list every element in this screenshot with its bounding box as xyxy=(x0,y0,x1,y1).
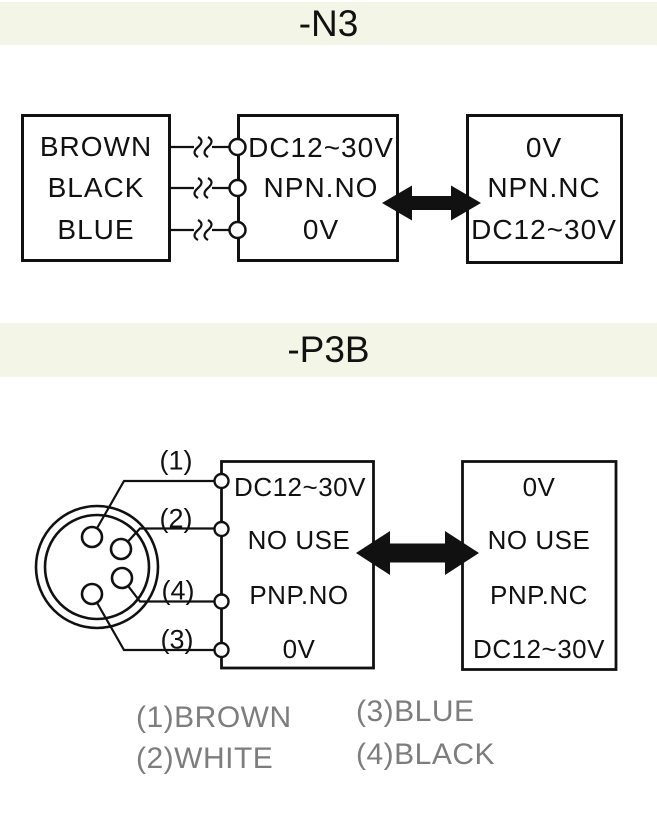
swap-double-arrow-icon xyxy=(382,185,481,221)
n3-wires xyxy=(170,136,230,241)
main-box-row: NO USE xyxy=(247,525,351,555)
alt-box-row: NO USE xyxy=(487,525,591,555)
connector-outer-ring xyxy=(34,504,160,630)
alt-box-row: 0V xyxy=(522,472,556,502)
section-header-n3: -N3 xyxy=(0,2,657,45)
pin-1 xyxy=(80,525,104,549)
main-box-row: 0V xyxy=(302,214,340,245)
pin-number-label: (2) xyxy=(159,503,193,534)
alt-box-row: DC12~30V xyxy=(473,634,605,664)
wire-color-label: BLACK xyxy=(47,172,145,203)
p3b-main-box xyxy=(220,460,375,670)
wire-color-label: BROWN xyxy=(39,131,153,162)
wire-break-icon xyxy=(193,219,213,241)
main-box-row: 0V xyxy=(282,634,316,664)
section-header-p3b: -P3B xyxy=(0,323,657,377)
wire-break-icon xyxy=(193,136,213,158)
terminal-circle xyxy=(228,137,247,157)
legend-pin1-color: (1)BROWN xyxy=(136,701,292,734)
connector-pins xyxy=(80,525,134,606)
wire-pin3 xyxy=(91,593,221,652)
p3b-diagram xyxy=(34,460,618,671)
alt-box-row: PNP.NC xyxy=(490,580,588,610)
swap-double-arrow-icon xyxy=(356,531,479,575)
terminal-circle xyxy=(228,220,247,240)
main-box-row: DC12~30V xyxy=(234,472,366,502)
section-title-p3b: -P3B xyxy=(287,329,370,370)
pin-number-label: (4) xyxy=(161,575,195,606)
legend-pin4-color: (4)BLACK xyxy=(356,738,496,771)
p3b-alt-box xyxy=(461,460,618,671)
p3b-wires xyxy=(91,479,221,652)
pin-number-label: (1) xyxy=(159,445,193,476)
pin-3 xyxy=(80,582,104,606)
n3-terminals xyxy=(228,137,247,240)
legend-pin3-color: (3)BLUE xyxy=(356,695,475,728)
wire-color-label: BLUE xyxy=(57,214,135,245)
main-box-row: PNP.NO xyxy=(249,580,349,610)
wire-pin1 xyxy=(91,479,221,538)
pin-4 xyxy=(110,566,134,590)
wire-break-icon xyxy=(193,177,213,199)
p3b-terminals xyxy=(213,472,230,659)
n3-alt-box xyxy=(466,114,623,264)
main-box-row: DC12~30V xyxy=(248,132,394,163)
section-title-n3: -N3 xyxy=(298,3,359,44)
main-box-row: NPN.NO xyxy=(263,172,379,203)
n3-wire-color-box xyxy=(21,114,171,262)
connector-face xyxy=(34,504,160,630)
n3-diagram xyxy=(21,114,623,264)
terminal-circle xyxy=(228,178,247,198)
terminal-circle xyxy=(213,593,230,610)
alt-box-row: DC12~30V xyxy=(471,214,617,245)
connector-inner-ring xyxy=(43,513,151,621)
pin-2 xyxy=(109,537,133,561)
pin-number-label: (3) xyxy=(160,624,194,655)
terminal-circle xyxy=(213,520,230,538)
terminal-circle xyxy=(213,641,230,659)
legend-pin2-color: (2)WHITE xyxy=(136,742,274,775)
alt-box-row: NPN.NC xyxy=(487,172,601,203)
terminal-circle xyxy=(213,472,230,490)
alt-box-row: 0V xyxy=(525,132,563,163)
